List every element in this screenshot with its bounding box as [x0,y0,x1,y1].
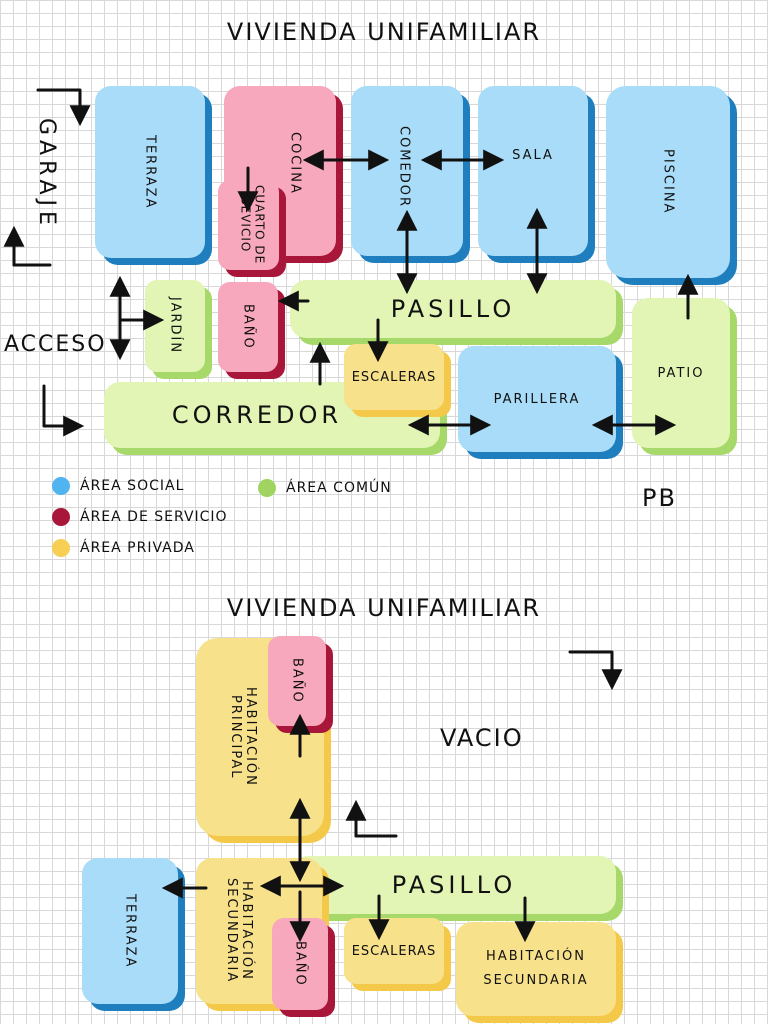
room-habitacion-principal-label: HABITACIÓN PRINCIPAL [228,687,258,787]
room-escaleras-pa-label: ESCALERAS [351,943,437,959]
legend-item-privada: ÁREA PRIVADA [52,539,195,557]
room-terraza-label: TERRAZA [142,134,158,210]
room-terraza: TERRAZA [95,86,205,258]
vacio-label: VACIO [440,724,524,752]
pb-level-label: PB [642,484,677,512]
room-jardin: JARDÍN [145,280,205,372]
acceso-label: ACCESO [4,332,107,357]
legend-item-social: ÁREA SOCIAL [52,477,184,495]
legend-item-comun: ÁREA COMÚN [258,479,392,497]
room-escaleras-pb: ESCALERAS [344,344,444,410]
room-bano-pb: BAÑO [218,282,278,372]
room-comedor: COMEDOR [351,86,463,256]
room-parillera: PARILLERA [458,346,616,452]
room-bano-bottom-label: BAÑO [292,941,308,987]
room-pasillo-pa-label: PASILLO [391,871,517,899]
legend-dot-comun [258,479,276,497]
room-habitacion-secundaria-right: HABITACIÓN SECUNDARIA [456,922,616,1016]
room-patio: PATIO [632,298,730,448]
room-bano-bottom: BAÑO [272,918,328,1010]
legend-label-privada: ÁREA PRIVADA [80,540,195,556]
vacio-corner-top [568,650,623,691]
room-cuarto-servicio-label: CUARTO DE SEVICIO [238,185,267,265]
room-jardin-label: JARDÍN [167,297,183,355]
room-cuarto-servicio: CUARTO DE SEVICIO [218,180,279,270]
room-sala-label: SALA [512,148,554,163]
room-escaleras-pb-label: ESCALERAS [351,369,437,385]
legend-dot-privada [52,539,70,557]
legend-dot-servicio [52,508,70,526]
legend-label-social: ÁREA SOCIAL [80,478,185,494]
room-pasillo: PASILLO [290,280,616,338]
pa-title: VIVIENDA UNIFAMILIAR [226,594,542,622]
room-habitacion-secundaria-left-label: HABITACIÓN SECUNDARIA [224,878,254,984]
room-bano-top-label: BAÑO [289,658,305,704]
legend-label-servicio: ÁREA DE SERVICIO [80,509,228,525]
garaje-label: GARAJE [34,118,59,230]
room-terraza-pa: TERRAZA [82,858,178,1004]
legend-label-comun: ÁREA COMÚN [286,480,392,496]
legend-item-servicio: ÁREA DE SERVICIO [52,508,228,526]
room-bano-top: BAÑO [268,636,326,726]
room-corredor-label: CORREDOR [171,401,343,429]
legend-dot-social [52,477,70,495]
room-comedor-label: COMEDOR [396,126,412,209]
room-sala: SALA [478,86,588,256]
room-patio-label: PATIO [657,365,705,381]
room-terraza-pa-label: TERRAZA [122,893,138,969]
room-piscina-label: PISCINA [660,149,676,215]
corredor-corner [42,384,85,437]
room-habitacion-secundaria-right-label: HABITACIÓN SECUNDARIA [483,949,589,988]
room-parillera-label: PARILLERA [493,391,581,407]
room-escaleras-pa: ESCALERAS [344,918,444,984]
garaje-corner-bottom [12,230,52,267]
room-bano-pb-label: BAÑO [240,304,256,350]
room-piscina: PISCINA [606,86,730,278]
vacio-corner-bottom [354,804,398,838]
room-pasillo-pa: PASILLO [292,856,616,914]
pb-title: VIVIENDA UNIFAMILIAR [226,18,542,46]
room-pasillo-label: PASILLO [390,295,516,323]
room-cocina-label: COCINA [287,132,303,195]
